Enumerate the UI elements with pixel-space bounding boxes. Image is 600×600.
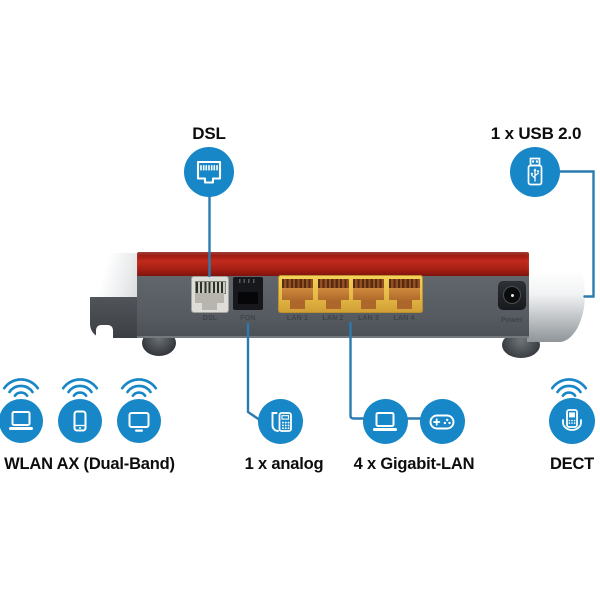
smartphone-icon: [73, 410, 87, 432]
wifi-waves-icon: [550, 378, 588, 397]
analog-phone-badge: [258, 399, 303, 444]
wlan-callout-label: WLAN AX (Dual-Band): [4, 455, 175, 473]
dect-callout-label: DECT: [549, 455, 595, 473]
telephone-icon: [271, 411, 292, 432]
fon-port-label: FON: [240, 315, 256, 322]
wlan-monitor-badge: [117, 399, 161, 443]
gigabit-gamepad-badge: [419, 399, 465, 444]
wlan-laptop-badge: [0, 399, 43, 443]
lan1-port-label: LAN 1: [286, 315, 309, 322]
wifi-waves-icon: [2, 378, 40, 397]
laptop-icon: [9, 411, 33, 430]
lan-port-3: [353, 279, 384, 309]
router-rear-panel: DSL FON LAN 1 LAN 2 LAN 3 LAN 4 Power: [85, 248, 585, 363]
wlan-smartphone-badge: [58, 399, 102, 443]
lan3-port-label: LAN 3: [357, 315, 380, 322]
wifi-waves-icon: [120, 378, 158, 397]
device-right-end-cap: [527, 250, 585, 342]
dsl-callout-badge: [184, 147, 234, 197]
laptop-icon: [373, 411, 397, 431]
monitor-icon: [128, 412, 150, 432]
gigabit-laptop-badge: [362, 399, 408, 444]
lan4-port-label: LAN 4: [393, 315, 415, 322]
lan-port-4: [388, 279, 420, 309]
usb-stick-icon: [527, 157, 543, 186]
gamepad-icon: [429, 414, 455, 429]
analog-callout-label: 1 x analog: [244, 455, 324, 473]
lan-port-block: [278, 275, 423, 313]
dect-handset-badge: [549, 398, 595, 444]
dect-handset-icon: [562, 409, 582, 431]
device-red-band: [137, 252, 529, 276]
usb-callout-badge: [510, 147, 560, 197]
lan-port-2: [317, 279, 349, 309]
gigabit-callout-label: 4 x Gigabit-LAN: [353, 455, 475, 473]
dsl-port-label: DSL: [202, 315, 218, 322]
dsl-port-icon: [196, 160, 222, 184]
lan-port-1: [282, 279, 313, 309]
device-mount-notch: [96, 325, 113, 338]
wifi-waves-icon: [61, 378, 99, 397]
power-port-label: Power: [500, 317, 523, 324]
fon-port-pins: [239, 279, 257, 283]
usb-callout-label: 1 x USB 2.0: [490, 124, 582, 143]
fon-port: [233, 277, 263, 310]
dsl-port: [191, 276, 229, 313]
lan2-port-label: LAN 2: [322, 315, 344, 322]
power-jack: [498, 281, 526, 310]
dsl-callout-label: DSL: [192, 124, 226, 143]
